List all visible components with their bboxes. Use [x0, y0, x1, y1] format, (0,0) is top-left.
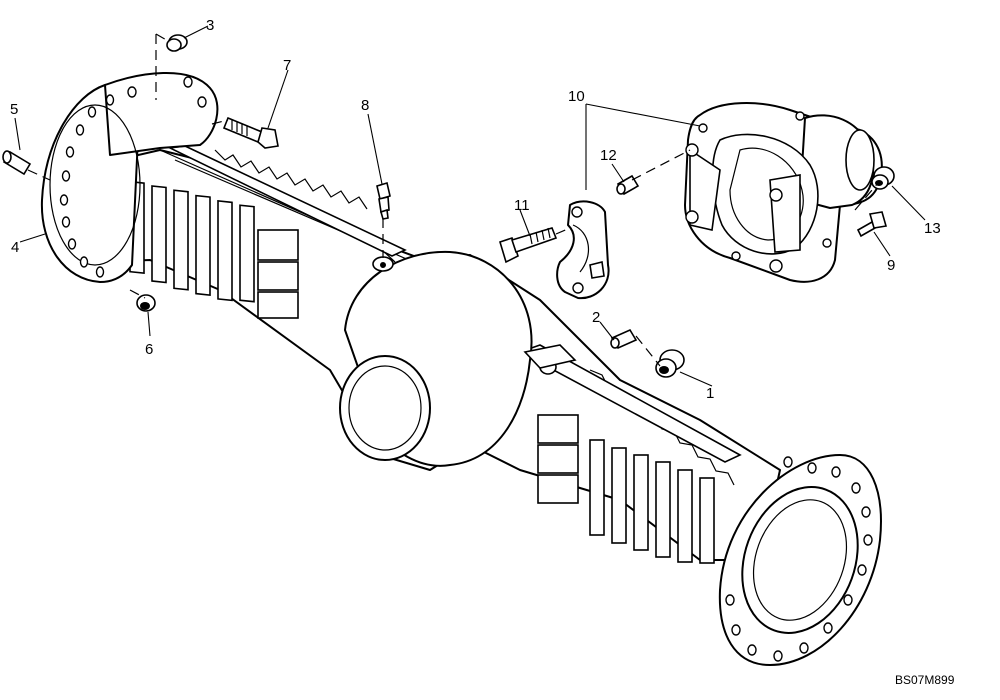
callout-4: 4	[11, 239, 19, 256]
part-13-plug	[871, 166, 895, 190]
axle-housing	[94, 145, 781, 564]
part-7-bolt	[222, 116, 279, 149]
bearing-cap	[556, 200, 610, 300]
part-8-breather	[376, 181, 391, 220]
drawing-reference-code: BS07M899	[895, 673, 955, 687]
part-5-pin	[2, 150, 32, 176]
callout-labels: 1 2 3 4 5 6 7 8 9 10 11 12 13	[10, 17, 941, 402]
callout-2: 2	[592, 309, 600, 326]
part-11-bolt	[499, 227, 558, 264]
left-flange	[40, 71, 219, 283]
callout-10: 10	[568, 88, 585, 105]
pinion-carrier-housing	[684, 102, 883, 283]
callout-12: 12	[600, 147, 617, 164]
callout-1: 1	[706, 385, 714, 402]
callout-3: 3	[206, 17, 214, 34]
right-beam-ribs	[537, 414, 715, 564]
right-flange	[718, 454, 882, 666]
callout-5: 5	[10, 101, 18, 118]
part-9-screw	[856, 211, 888, 238]
callout-8: 8	[361, 97, 369, 114]
part-12-dowel	[616, 174, 640, 196]
callout-9: 9	[887, 257, 895, 274]
callout-11: 11	[514, 197, 530, 214]
part-6-plug	[136, 294, 156, 312]
part-1-plug	[655, 349, 685, 378]
part-3-plug	[166, 34, 188, 52]
assembly-lines	[27, 33, 879, 367]
right-flange-bolt-holes	[725, 456, 873, 662]
left-flange-bolt-holes	[59, 76, 207, 278]
leader-lines	[14, 25, 926, 387]
callout-7: 7	[283, 57, 291, 74]
part-2-dowel	[610, 328, 638, 350]
callout-13: 13	[924, 220, 941, 237]
callout-6: 6	[145, 341, 153, 358]
